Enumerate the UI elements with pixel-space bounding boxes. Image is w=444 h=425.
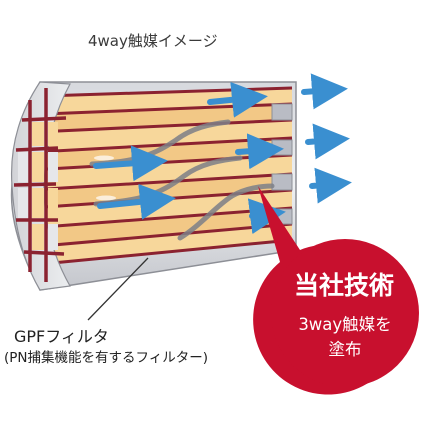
flow-arrow-icon [305, 123, 350, 160]
gpf-filter-sublabel: (PN捕集機能を有するフィルター) [4, 350, 209, 366]
flow-arrow-icon [235, 133, 284, 170]
tech-badge-circle [271, 239, 419, 387]
badge-line-1: 3way触媒を [298, 315, 392, 334]
flow-arrow-icon [301, 73, 348, 110]
flow-arrow-icon [93, 145, 168, 182]
badge-heading: 当社技術 [293, 271, 394, 300]
flow-arrow-icon [309, 167, 352, 204]
channel-band [30, 208, 292, 246]
channel-wall [35, 118, 293, 134]
channel-plug [271, 173, 293, 191]
filter-inlet-face [10, 81, 71, 291]
flow-arrow-icon [247, 198, 286, 235]
diagram-title: 4way触媒イメージ [88, 32, 218, 50]
channel-band [36, 120, 292, 152]
flow-arrow-icon [207, 81, 268, 118]
channel-wall [29, 172, 293, 192]
flow-arrow-icon [97, 183, 176, 220]
flow-arrows [93, 73, 352, 235]
gpf-filter-label: GPFフィルタ [14, 327, 109, 346]
channel-band [36, 104, 292, 132]
badge-line-2: 塗布 [328, 340, 362, 359]
channel-band [42, 224, 292, 264]
channel-wall [41, 238, 293, 266]
channel-plug [271, 139, 293, 156]
filter-channels [29, 86, 293, 266]
gpf-leader-line [87, 257, 149, 321]
channel-plug [271, 103, 293, 121]
